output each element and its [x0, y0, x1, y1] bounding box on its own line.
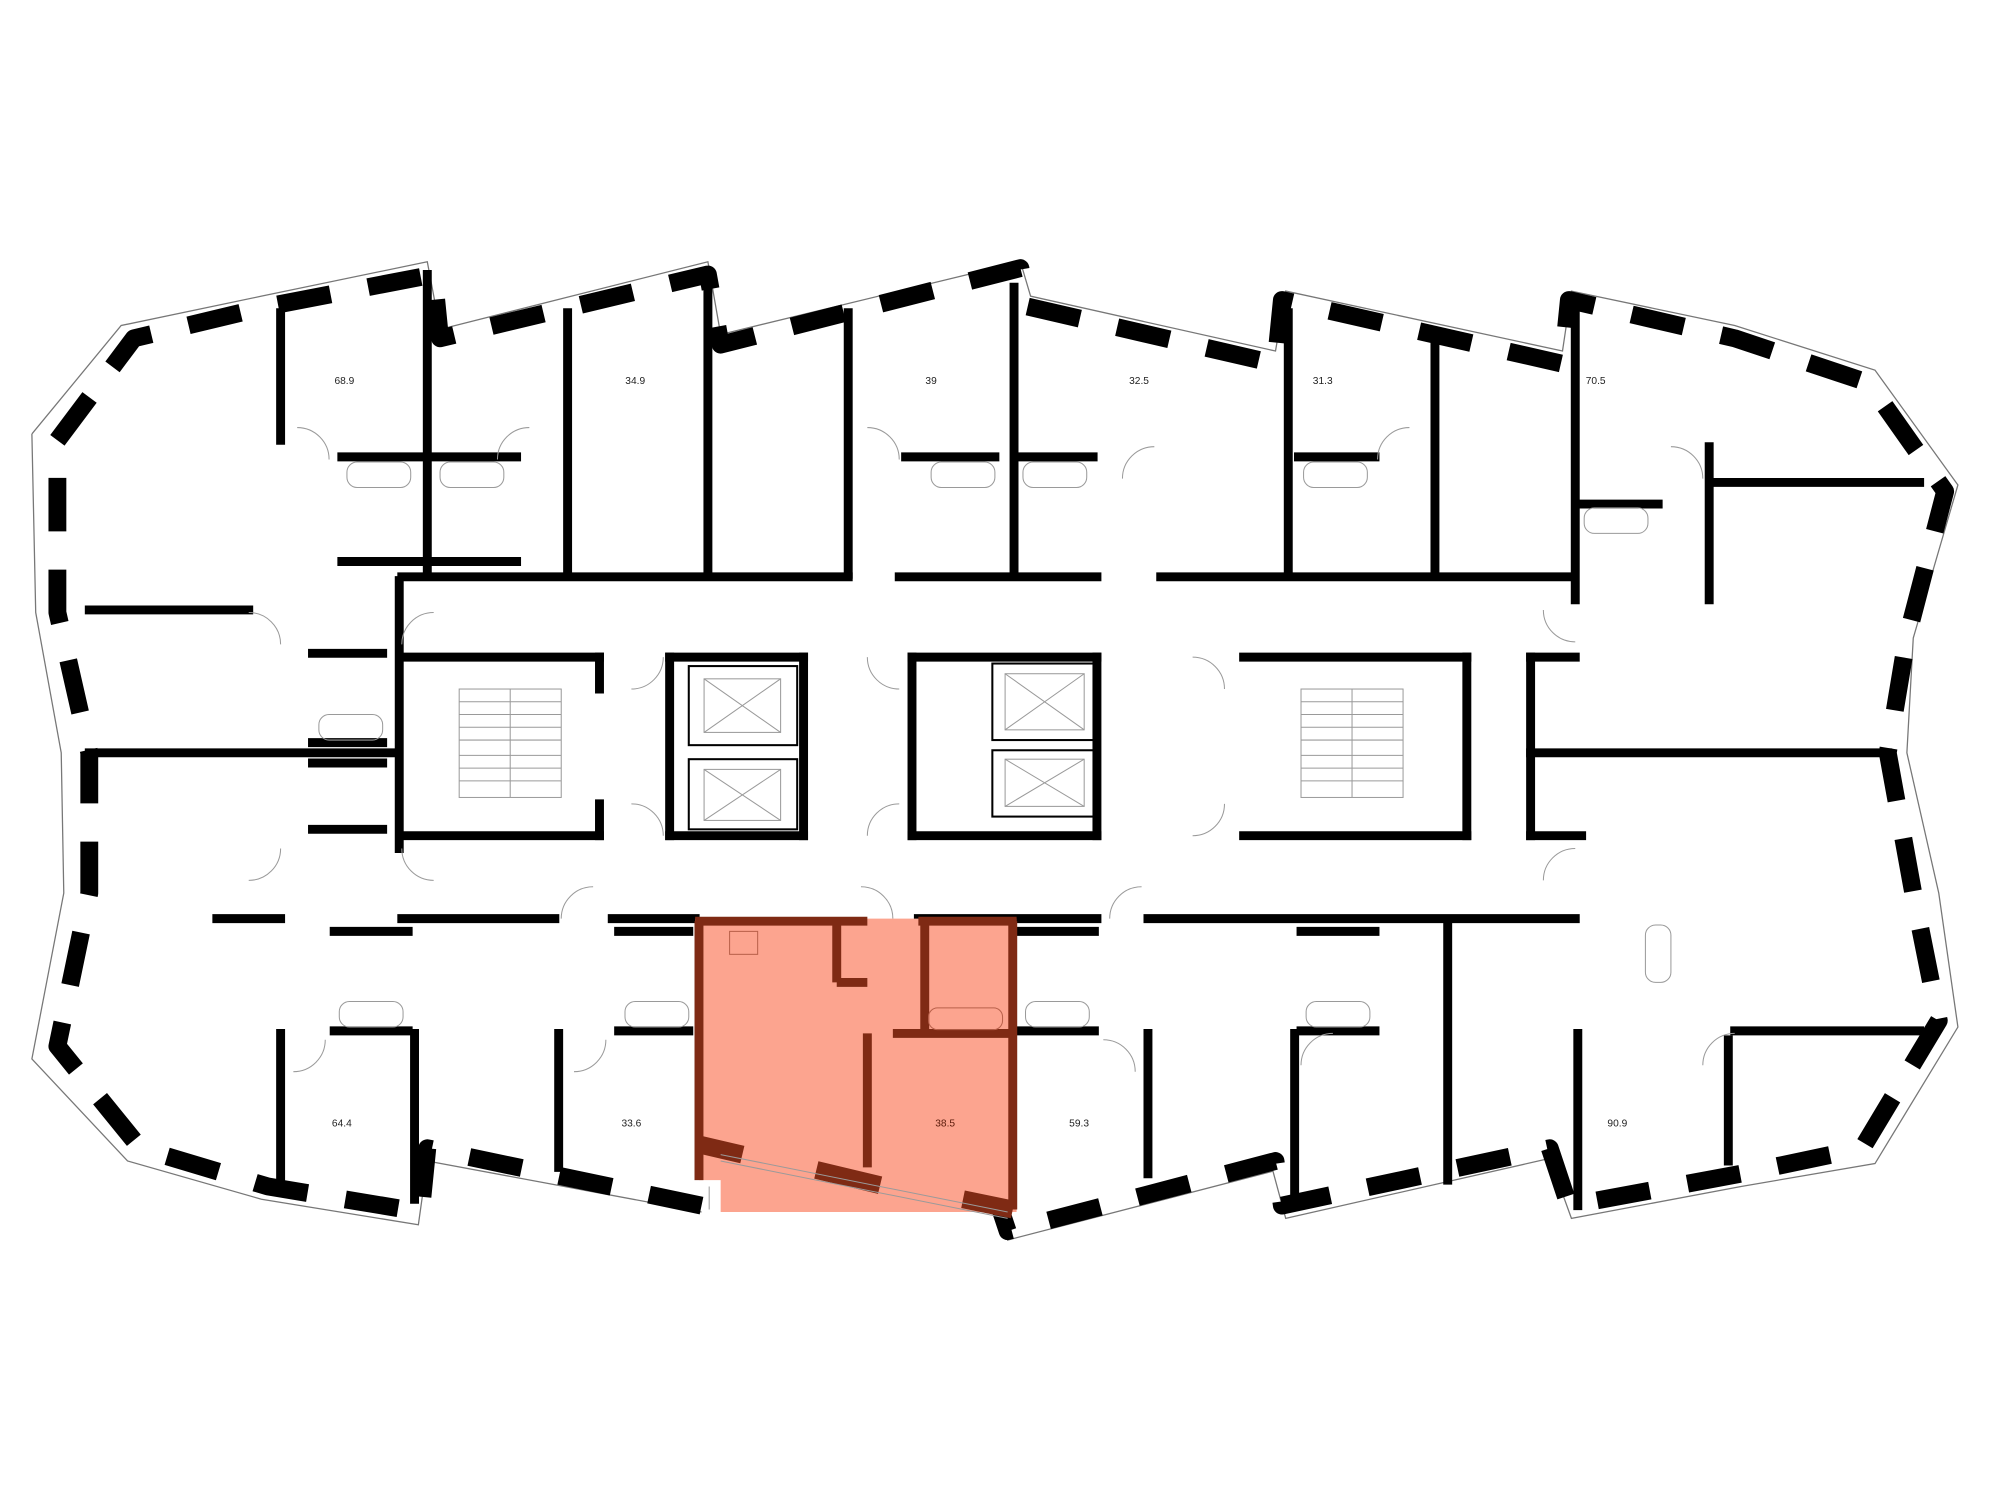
- interior-walls: [84, 270, 1925, 1211]
- bathtubs: [318, 461, 1672, 1028]
- apartment-area-label: 33.6: [621, 1119, 641, 1130]
- exterior-walls: [48, 259, 1955, 1241]
- apartment-area-labels: 68.9 34.9 39 32.5 31.3 70.5 64.4 33.6 38…: [332, 376, 1628, 1129]
- stairs: [458, 688, 1404, 798]
- selected-apartment-exterior-wall: [696, 1135, 1015, 1219]
- doors: [248, 427, 1735, 1073]
- apartment-area-label: 64.4: [332, 1119, 352, 1130]
- apartment-area-label: 32.5: [1129, 376, 1149, 387]
- apartment-area-label: 68.9: [334, 376, 354, 387]
- selected-apartment-area-label: 38.5: [935, 1119, 955, 1130]
- apartment-area-label: 90.9: [1607, 1119, 1627, 1130]
- apartment-area-label: 34.9: [625, 376, 645, 387]
- apartment-area-label: 70.5: [1586, 376, 1606, 387]
- apartment-area-label: 39: [925, 376, 937, 387]
- selected-apartment-fill[interactable]: [695, 918, 1017, 1212]
- selected-apartment[interactable]: [694, 916, 1018, 1219]
- selected-apartment-walls: [694, 916, 1018, 1210]
- elevators: [687, 662, 1098, 831]
- apartment-area-label: 59.3: [1069, 1119, 1089, 1130]
- apartment-area-label: 31.3: [1313, 376, 1333, 387]
